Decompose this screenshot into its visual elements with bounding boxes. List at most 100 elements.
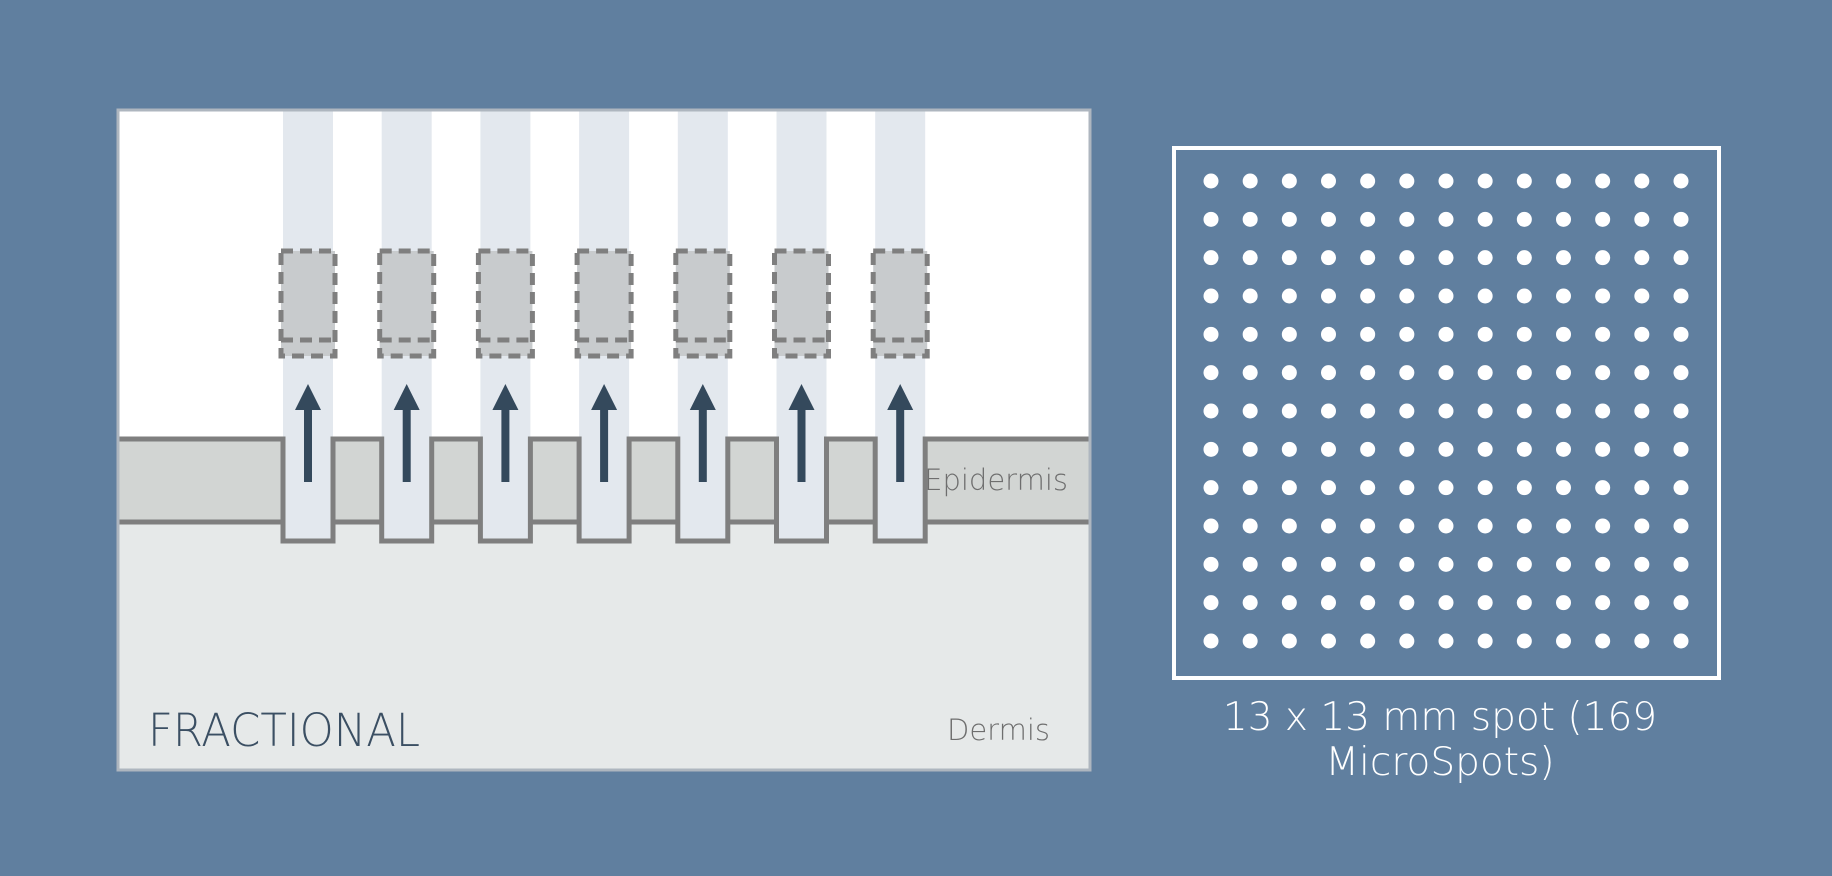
microspot bbox=[1673, 365, 1689, 381]
microspot bbox=[1242, 441, 1258, 457]
microspot bbox=[1634, 250, 1650, 266]
microspot bbox=[1516, 441, 1532, 457]
microspot bbox=[1438, 480, 1454, 496]
microspot bbox=[1242, 173, 1258, 189]
microspot bbox=[1203, 441, 1219, 457]
spot-grid-caption: 13 x 13 mm spot (169 MicroSpots) bbox=[1222, 695, 1658, 785]
microspot bbox=[1595, 441, 1611, 457]
microspot bbox=[1281, 365, 1297, 381]
microspot bbox=[1673, 250, 1689, 266]
microspot bbox=[1595, 518, 1611, 534]
ablation-target bbox=[870, 248, 930, 359]
microspot bbox=[1477, 595, 1493, 611]
microspot bbox=[1477, 518, 1493, 534]
microspot bbox=[1360, 403, 1376, 419]
microspot bbox=[1321, 326, 1336, 342]
microspot bbox=[1673, 211, 1689, 227]
microspot bbox=[1634, 365, 1650, 381]
microspot bbox=[1360, 633, 1376, 649]
microspot bbox=[1634, 595, 1650, 611]
ablation-target bbox=[673, 248, 733, 359]
microspot bbox=[1360, 211, 1376, 227]
ablation-target bbox=[377, 248, 437, 359]
microspot bbox=[1203, 595, 1219, 611]
microspot bbox=[1360, 518, 1376, 534]
microspot bbox=[1399, 518, 1415, 534]
microspot bbox=[1556, 441, 1571, 457]
microspot bbox=[1556, 556, 1571, 572]
microspot bbox=[1360, 250, 1376, 266]
microspot bbox=[1673, 403, 1689, 419]
microspot bbox=[1595, 365, 1611, 381]
microspot bbox=[1203, 403, 1219, 419]
microspot bbox=[1595, 288, 1611, 304]
microspot bbox=[1242, 365, 1258, 381]
microspot bbox=[1242, 403, 1258, 419]
microspot bbox=[1595, 403, 1611, 419]
microspot bbox=[1556, 365, 1571, 381]
diagram-title: FRACTIONAL bbox=[148, 704, 420, 757]
microspot bbox=[1516, 633, 1532, 649]
microspot bbox=[1438, 365, 1454, 381]
microspot bbox=[1556, 211, 1571, 227]
ablation-targets bbox=[278, 248, 930, 359]
microspot bbox=[1556, 633, 1571, 649]
microspot bbox=[1673, 518, 1689, 534]
microspot bbox=[1281, 288, 1297, 304]
microspot bbox=[1673, 633, 1689, 649]
microspot bbox=[1360, 480, 1376, 496]
microspot bbox=[1634, 633, 1650, 649]
microspot bbox=[1477, 173, 1493, 189]
energy-arrow bbox=[689, 384, 716, 482]
microspot bbox=[1399, 365, 1415, 381]
microspot bbox=[1673, 441, 1689, 457]
microspot bbox=[1438, 518, 1454, 534]
microspot bbox=[1634, 173, 1650, 189]
microspot bbox=[1477, 556, 1493, 572]
microspot bbox=[1438, 173, 1454, 189]
microspot bbox=[1556, 595, 1571, 611]
microspot bbox=[1438, 403, 1454, 419]
microspot bbox=[1281, 326, 1297, 342]
microspot bbox=[1399, 595, 1415, 611]
microspot bbox=[1242, 633, 1258, 649]
microspot bbox=[1438, 250, 1454, 266]
microspot bbox=[1556, 173, 1571, 189]
microspot bbox=[1399, 326, 1415, 342]
microspot bbox=[1438, 595, 1454, 611]
microspot bbox=[1321, 211, 1336, 227]
microspot bbox=[1321, 288, 1336, 304]
microspot bbox=[1399, 211, 1415, 227]
epidermis-label: Epidermis bbox=[924, 463, 1068, 497]
microspot bbox=[1556, 480, 1571, 496]
microspot bbox=[1321, 250, 1336, 266]
microspot bbox=[1556, 250, 1571, 266]
microspot bbox=[1595, 326, 1611, 342]
microspot bbox=[1242, 556, 1258, 572]
microspot bbox=[1673, 288, 1689, 304]
microspot bbox=[1360, 365, 1376, 381]
microspot bbox=[1203, 633, 1219, 649]
microspot bbox=[1673, 480, 1689, 496]
microspot bbox=[1477, 250, 1493, 266]
microspot bbox=[1516, 595, 1532, 611]
microspot bbox=[1595, 480, 1611, 496]
ablation-target bbox=[574, 248, 634, 359]
microspot bbox=[1399, 441, 1415, 457]
microspot bbox=[1360, 173, 1376, 189]
diagram-panel-border bbox=[116, 108, 1092, 772]
microspot bbox=[1516, 326, 1532, 342]
microspot bbox=[1516, 211, 1532, 227]
energy-arrow bbox=[591, 384, 618, 482]
microspot bbox=[1438, 556, 1454, 572]
microspot bbox=[1360, 595, 1376, 611]
microspot bbox=[1634, 518, 1650, 534]
epidermis-outline bbox=[118, 436, 1090, 544]
microspot bbox=[1556, 288, 1571, 304]
microspot bbox=[1281, 173, 1297, 189]
microspot bbox=[1477, 365, 1493, 381]
microspot bbox=[1321, 556, 1336, 572]
microspot bbox=[1516, 556, 1532, 572]
microspot bbox=[1673, 595, 1689, 611]
